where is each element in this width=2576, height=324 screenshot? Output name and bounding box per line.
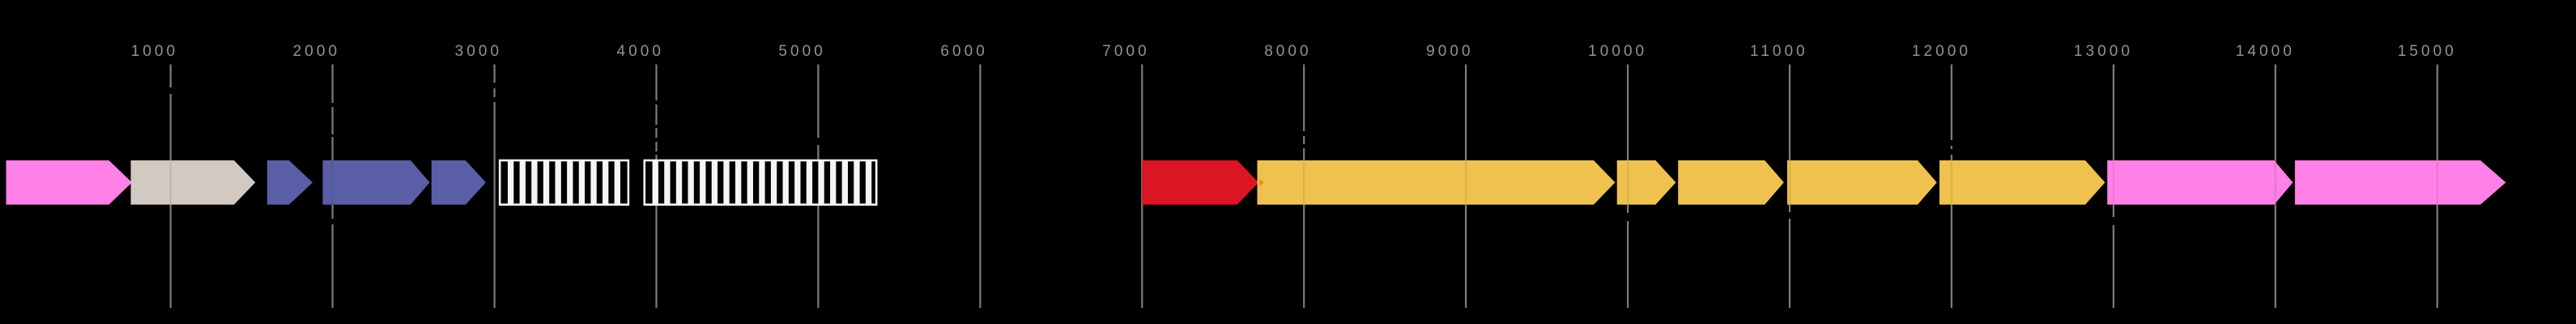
svg-text:4000: 4000 bbox=[617, 43, 664, 60]
svg-text:8000: 8000 bbox=[1264, 43, 1311, 60]
svg-text:13000: 13000 bbox=[2074, 43, 2133, 60]
svg-text:12000: 12000 bbox=[1912, 43, 1971, 60]
svg-text:5000: 5000 bbox=[778, 43, 825, 60]
svg-text:9000: 9000 bbox=[1426, 43, 1473, 60]
svg-text:3000: 3000 bbox=[455, 43, 502, 60]
svg-text:15000: 15000 bbox=[2398, 43, 2457, 60]
svg-text:1000: 1000 bbox=[131, 43, 178, 60]
svg-text:14000: 14000 bbox=[2236, 43, 2295, 60]
svg-text:6000: 6000 bbox=[940, 43, 987, 60]
svg-text:10000: 10000 bbox=[1588, 43, 1647, 60]
svg-text:2000: 2000 bbox=[293, 43, 340, 60]
svg-text:7000: 7000 bbox=[1102, 43, 1149, 60]
svg-text:11000: 11000 bbox=[1750, 43, 1808, 60]
